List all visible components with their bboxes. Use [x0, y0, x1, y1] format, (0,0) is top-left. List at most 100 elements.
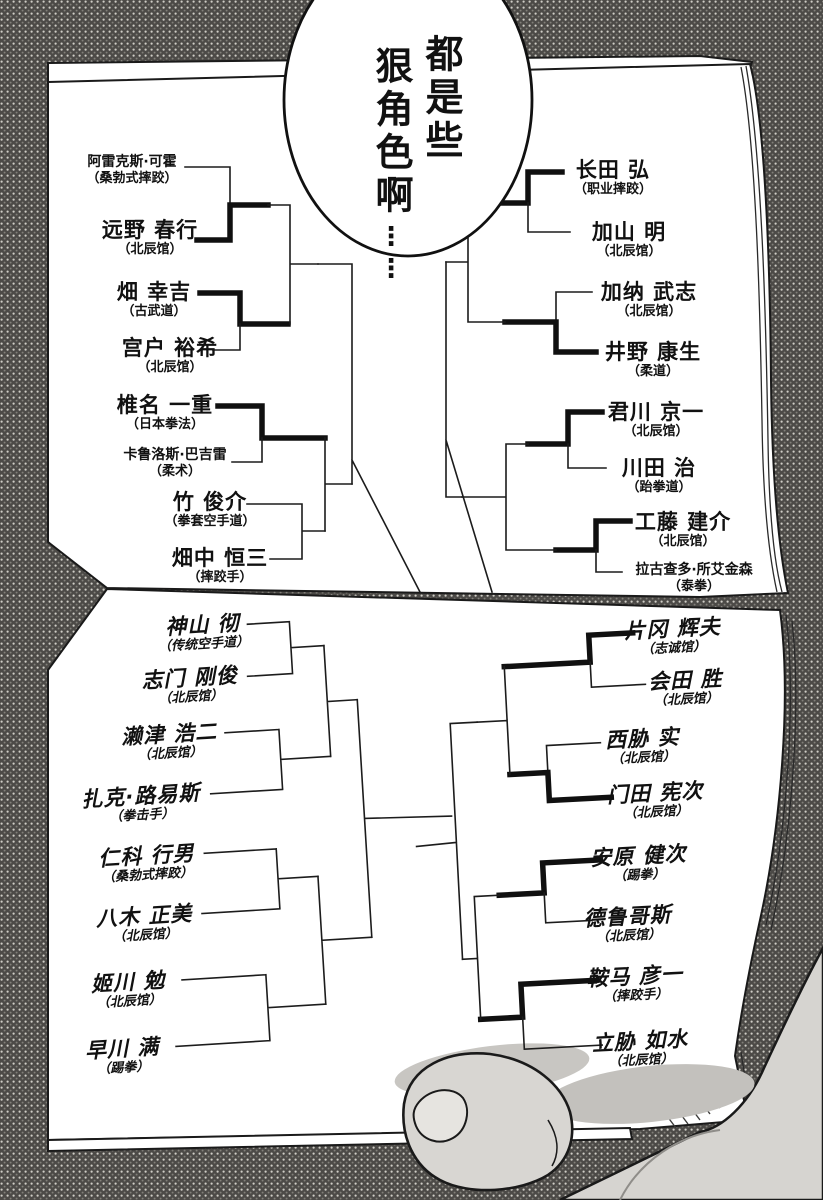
fighter-affiliation: （跆拳道）: [626, 480, 692, 496]
fighter-affiliation: （职业摔跤）: [573, 182, 653, 198]
fighter-entry: 君川 京一 （北辰馆）: [608, 401, 704, 439]
fighter-entry: 椎名 一重 （日本拳法）: [117, 394, 213, 432]
fighter-entry: 工藤 建介 （北辰馆）: [635, 511, 731, 549]
fighter-name: 会田 胜: [647, 666, 723, 695]
fighter-entry: 仁科 行男 （桑勃式摔跤）: [98, 841, 196, 886]
fighter-entry: 宫户 裕希 （北辰馆）: [122, 337, 218, 375]
bracket-group-bottom-right: 片冈 辉夫 （志诚馆） 会田 胜 （北辰馆） 西胁 实 （北辰馆） 门田 宪次 …: [399, 591, 797, 1110]
fighter-entry: 安原 健次 （踢拳）: [589, 841, 688, 886]
fighter-name: 远野 春行: [101, 218, 199, 243]
fighter-name: 姬川 勉: [90, 968, 166, 997]
fighter-name: 八木 正美: [95, 901, 193, 932]
thumbnail: [412, 1089, 469, 1143]
bracket-group-bottom-left: 神山 彻 （传统空手道） 志门 刚俊 （北辰馆） 濑津 浩二 （北辰馆） 扎克·…: [33, 584, 483, 1109]
fighter-entry: 卡鲁洛斯·巴吉雷 （柔术）: [123, 448, 226, 478]
fighter-name: 加山 明: [591, 220, 667, 245]
fighter-affiliation: （北辰馆）: [623, 424, 689, 440]
fighter-name: 志门 刚俊: [140, 663, 239, 693]
fighter-entry: 门田 宪次 （北辰馆）: [606, 778, 704, 823]
thumb-fold: [547, 1119, 558, 1167]
fighter-entry: 鞍马 彦一 （摔跤手）: [585, 961, 684, 1006]
fighter-affiliation: （日本拳法）: [125, 417, 204, 433]
fighter-name: 早川 满: [84, 1034, 160, 1064]
page-shadow: [545, 1064, 755, 1124]
fighter-entry: 阿雷克斯·可霍 （桑勃式摔跤）: [86, 155, 177, 185]
fighter-affiliation: （泰拳）: [667, 578, 721, 594]
fighter-affiliation: （桑勃式摔跤）: [86, 170, 178, 186]
palm-crease: [619, 1129, 721, 1200]
page-stack-lines: [765, 614, 792, 926]
fighter-affiliation: （拳套空手道）: [164, 514, 256, 530]
fighter-name: 宫户 裕希: [121, 336, 219, 361]
fighter-entry: 扎克·路易斯 （拳击手）: [81, 781, 202, 827]
fighter-entry: 会田 胜 （北辰馆）: [647, 666, 724, 709]
fighter-name: 川田 治: [621, 456, 697, 481]
fighter-name: 安原 健次: [589, 841, 688, 871]
hand: [394, 945, 823, 1200]
fighter-affiliation: （北辰馆）: [137, 360, 203, 376]
fighter-name: 工藤 建介: [634, 510, 732, 535]
fighter-name: 拉古查多·所艾金森: [635, 561, 753, 578]
fighter-affiliation: （柔道）: [626, 364, 679, 380]
fighter-entry: 神山 彻 （传统空手道）: [156, 611, 250, 655]
fighter-name: 长田 弘: [575, 158, 651, 183]
bubble-ellipsis: ⋮⋮: [376, 222, 406, 286]
fighter-affiliation: （北辰馆）: [650, 534, 716, 550]
bracket-lines-top-right: [445, 169, 633, 593]
fighter-name: 椎名 一重: [116, 393, 214, 418]
fighter-entry: 竹 俊介 （拳套空手道）: [164, 491, 255, 529]
palm: [559, 945, 823, 1200]
fighter-entry: 德鲁哥斯 （北辰馆）: [582, 902, 673, 945]
fighter-name: 西胁 实: [604, 724, 680, 753]
thumb: [402, 1052, 574, 1192]
fighter-name: 阿雷克斯·可霍: [87, 153, 177, 170]
fighter-name: 立胁 如水: [591, 1026, 689, 1056]
fighter-entry: 加纳 武志 （北辰馆）: [601, 281, 697, 319]
fighter-entry: 加山 明 （北辰馆）: [592, 221, 666, 259]
fighter-affiliation: （柔术）: [148, 463, 202, 479]
bracket-lines-top-left: [184, 166, 422, 594]
fighter-name: 井野 康生: [604, 340, 702, 365]
fighter-affiliation: （摔跤手）: [187, 570, 253, 586]
fighter-entry: 姬川 勉 （北辰馆）: [90, 968, 166, 1011]
fighter-entry: 拉古查多·所艾金森 （泰拳）: [635, 563, 752, 593]
fighter-affiliation: （北辰馆）: [616, 304, 682, 320]
fighter-affiliation: （北辰馆）: [596, 244, 662, 260]
fighter-name: 畑 幸吉: [116, 280, 192, 305]
bubble-text-column-2: 狠角色啊: [369, 46, 413, 218]
fighter-entry: 井野 康生 （柔道）: [605, 341, 701, 379]
page-stack-lines: [770, 620, 797, 931]
book-page-bottom: [47, 587, 786, 1142]
fighter-name: 君川 京一: [607, 400, 705, 425]
fighter-entry: 濑津 浩二 （北辰馆）: [120, 719, 218, 763]
book-page-top: [47, 62, 790, 599]
fighter-entry: 立胁 如水 （北辰馆）: [591, 1026, 689, 1071]
bracket-lines-bottom-left: [175, 620, 453, 1048]
fighter-name: 鞍马 彦一: [585, 961, 684, 991]
fighter-affiliation: （北辰馆）: [117, 242, 183, 258]
fighter-entry: 畑中 恒三 （摔跤手）: [172, 547, 268, 585]
fighter-entry: 志门 刚俊 （北辰馆）: [140, 663, 239, 707]
bubble-text-column-1: 都是些: [419, 34, 463, 163]
fighter-entry: 八木 正美 （北辰馆）: [95, 901, 193, 945]
fighter-entry: 畑 幸吉 （古武道）: [117, 281, 191, 319]
fighter-entry: 远野 春行 （北辰馆）: [102, 219, 198, 257]
fighter-affiliation: （古武道）: [121, 304, 187, 320]
fighter-name: 门田 宪次: [606, 778, 704, 808]
fighter-entry: 片冈 辉夫 （志诚馆）: [623, 614, 722, 658]
bracket-lines-bottom-right: [415, 629, 647, 1050]
fighter-name: 加纳 武志: [600, 280, 698, 305]
fighter-entry: 川田 治 （跆拳道）: [622, 457, 696, 495]
fighter-entry: 长田 弘 （职业摔跤）: [574, 159, 652, 197]
page-stack-lines: [740, 66, 778, 593]
fighter-name: 濑津 浩二: [120, 719, 218, 750]
speech-bubble: [282, 0, 534, 258]
fighter-entry: 早川 满 （踢拳）: [84, 1034, 160, 1078]
fighter-name: 畑中 恒三: [171, 546, 269, 571]
fighter-name: 片冈 辉夫: [623, 614, 722, 644]
fighter-name: 卡鲁洛斯·巴吉雷: [123, 446, 227, 463]
page-stack-lines: [745, 65, 783, 593]
fighter-name: 德鲁哥斯: [582, 902, 673, 931]
